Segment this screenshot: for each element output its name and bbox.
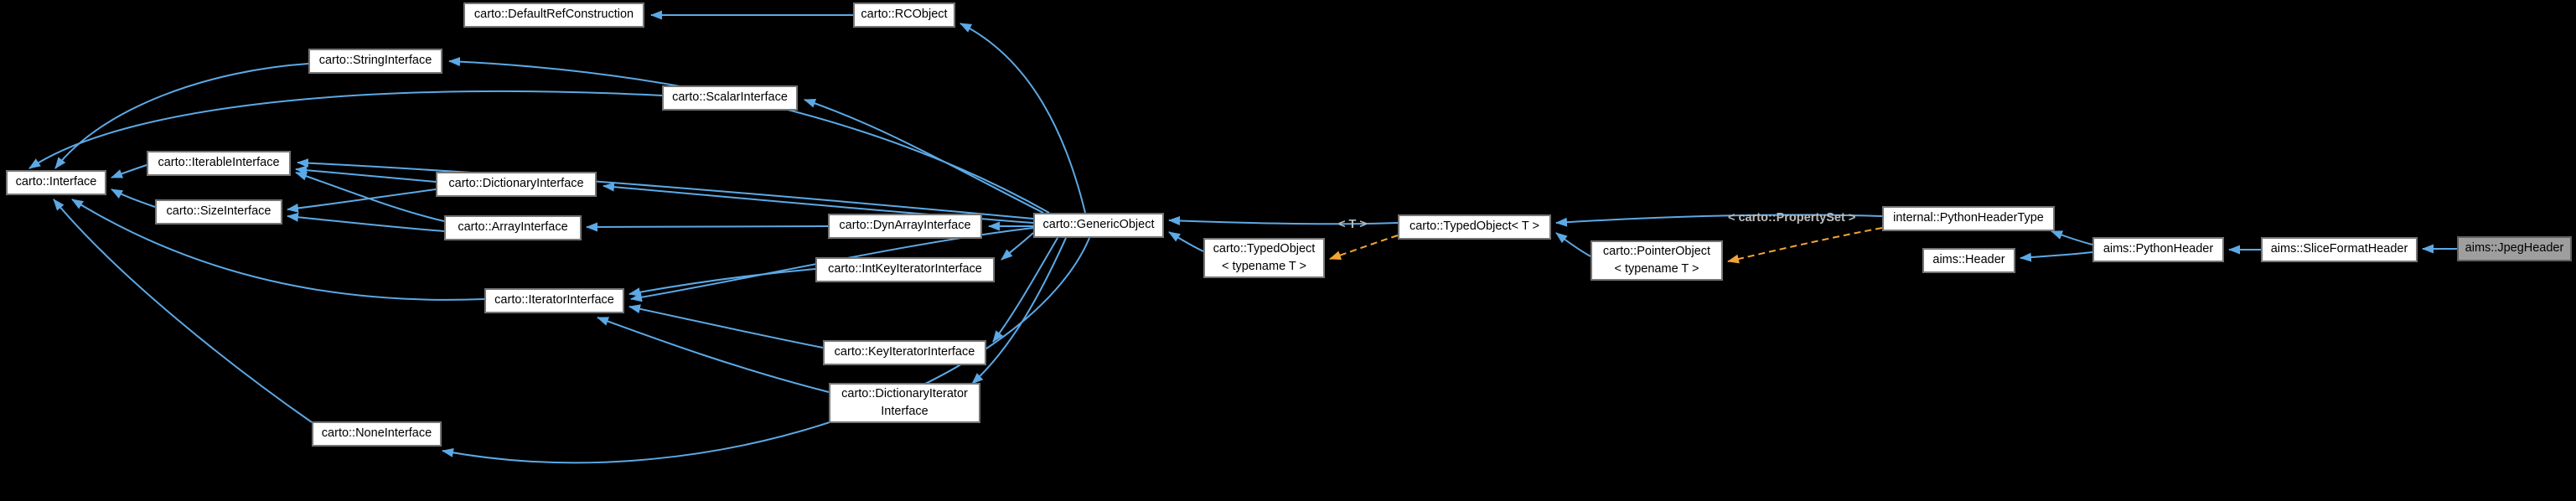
class-node-dyn_array_interface[interactable]: carto::DynArrayInterface: [828, 214, 982, 239]
edge-generic_object-to-key_iterator_interface: [992, 237, 1058, 343]
edge-aims_python_header-to-python_header_type: [2051, 230, 2093, 245]
class-node-label: carto::IteratorInterface: [494, 293, 614, 307]
class-node-dictionary_interface[interactable]: carto::DictionaryInterface: [436, 172, 597, 197]
class-node-label: carto::KeyIteratorInterface: [834, 345, 975, 359]
class-node-aims_header[interactable]: aims::Header: [1922, 248, 2015, 273]
edge-pointer_object-to-typed_object_t: [1555, 232, 1591, 257]
class-node-string_interface[interactable]: carto::StringInterface: [308, 49, 442, 74]
class-node-label: carto::IterableInterface: [158, 156, 280, 170]
class-node-iterable_interface[interactable]: carto::IterableInterface: [147, 151, 291, 176]
edge-typed_object_t-to-typed_object_typename: [1329, 235, 1399, 260]
edge-generic_object-to-iterable_interface: [297, 158, 1034, 220]
edge-generic_object-to-int_key_iterator_interface: [1001, 232, 1034, 261]
class-node-label: carto::ArrayInterface: [458, 220, 568, 235]
class-node-label: carto::SizeInterface: [166, 204, 272, 219]
edge-label-python_header_type-to-pointer_object: < carto::PropertySet >: [1728, 211, 1856, 225]
class-node-label: carto::RCObject: [861, 8, 948, 22]
class-node-aims_slice_format_header[interactable]: aims::SliceFormatHeader: [2261, 237, 2418, 262]
class-node-generic_object[interactable]: carto::GenericObject: [1033, 213, 1164, 238]
edge-typed_object_typename-to-generic_object: [1168, 231, 1204, 252]
class-node-typed_object_t[interactable]: carto::TypedObject< T >: [1398, 214, 1551, 240]
class-node-none_interface[interactable]: carto::NoneInterface: [312, 421, 442, 447]
class-node-aims_jpeg_header[interactable]: aims::JpegHeader: [2457, 236, 2572, 261]
edge-dictionary_interface-to-size_interface: [287, 189, 437, 213]
edge-string_interface-to-interface: [54, 63, 309, 169]
class-node-aims_python_header[interactable]: aims::PythonHeader: [2092, 237, 2224, 262]
edge-array_interface-to-size_interface: [287, 212, 445, 232]
class-node-label: aims::PythonHeader: [2103, 242, 2214, 256]
class-node-label: carto::Interface: [15, 175, 97, 189]
edge-size_interface-to-interface: [111, 189, 156, 208]
edge-none_interface-to-interface: [53, 199, 313, 423]
class-node-default_ref_construction[interactable]: carto::DefaultRefConstruction: [463, 3, 644, 28]
class-node-int_key_iterator_interface[interactable]: carto::IntKeyIteratorInterface: [815, 257, 995, 282]
edge-dictionary_interface-to-iterable_interface: [295, 165, 437, 183]
class-node-python_header_type[interactable]: internal::PythonHeaderType: [1882, 206, 2055, 231]
edge-python_header_type-to-typed_object_t: [1555, 214, 1883, 227]
class-node-label: aims::Header: [1932, 253, 2005, 267]
edge-generic_object-to-dictionary_iterator_interface: [971, 237, 1067, 385]
class-node-label: carto::ScalarInterface: [672, 90, 788, 105]
class-node-label: carto::TypedObject < typename T >: [1213, 241, 1316, 273]
class-node-label: carto::TypedObject< T >: [1409, 220, 1540, 234]
edge-int_key_iterator_interface-to-iterator_interface: [628, 268, 816, 297]
edge-dictionary_iterator_interface-to-iterator_interface: [597, 317, 830, 393]
class-node-label: carto::DynArrayInterface: [839, 219, 971, 233]
class-node-array_interface[interactable]: carto::ArrayInterface: [444, 215, 582, 240]
class-node-interface[interactable]: carto::Interface: [6, 170, 106, 195]
edge-typed_object_t-to-generic_object: [1168, 215, 1399, 225]
edge-label-typed_object_t-to-typed_object_typename: < T >: [1338, 218, 1367, 231]
edge-aims_python_header-to-aims_header: [2020, 251, 2093, 262]
edge-generic_object-to-scalar_interface: [804, 99, 1044, 214]
class-node-label: carto::StringInterface: [318, 54, 432, 68]
class-node-pointer_object[interactable]: carto::PointerObject < typename T >: [1591, 240, 1723, 281]
class-node-label: carto::DefaultRefConstruction: [473, 8, 634, 22]
class-node-label: carto::DictionaryIterator Interface: [841, 386, 968, 418]
edge-scalar_interface-to-interface: [28, 90, 663, 169]
class-node-label: aims::SliceFormatHeader: [2270, 242, 2408, 256]
class-node-label: carto::PointerObject < typename T >: [1602, 244, 1711, 276]
class-node-key_iterator_interface[interactable]: carto::KeyIteratorInterface: [823, 340, 986, 365]
class-node-label: carto::DictionaryInterface: [448, 177, 584, 191]
class-node-label: internal::PythonHeaderType: [1893, 211, 2044, 225]
edge-generic_object-to-rc_object: [960, 23, 1086, 214]
class-node-label: carto::IntKeyIteratorInterface: [828, 262, 982, 276]
class-node-iterator_interface[interactable]: carto::IteratorInterface: [484, 288, 624, 313]
edge-array_interface-to-iterable_interface: [295, 171, 445, 222]
class-node-typed_object_typename[interactable]: carto::TypedObject < typename T >: [1203, 238, 1325, 278]
edge-key_iterator_interface-to-iterator_interface: [628, 304, 824, 349]
class-node-label: carto::GenericObject: [1042, 218, 1155, 232]
class-node-label: aims::JpegHeader: [2465, 241, 2564, 256]
class-node-rc_object[interactable]: carto::RCObject: [853, 3, 955, 28]
class-node-scalar_interface[interactable]: carto::ScalarInterface: [662, 85, 798, 111]
class-node-dictionary_iterator_interface[interactable]: carto::DictionaryIterator Interface: [829, 383, 980, 423]
class-node-label: carto::NoneInterface: [321, 426, 432, 441]
edge-iterable_interface-to-interface: [111, 164, 147, 178]
edge-dyn_array_interface-to-array_interface: [586, 222, 829, 232]
edge-python_header_type-to-pointer_object: [1727, 227, 1883, 264]
class-node-size_interface[interactable]: carto::SizeInterface: [155, 199, 282, 225]
edge-iterator_interface-to-interface: [71, 199, 485, 301]
